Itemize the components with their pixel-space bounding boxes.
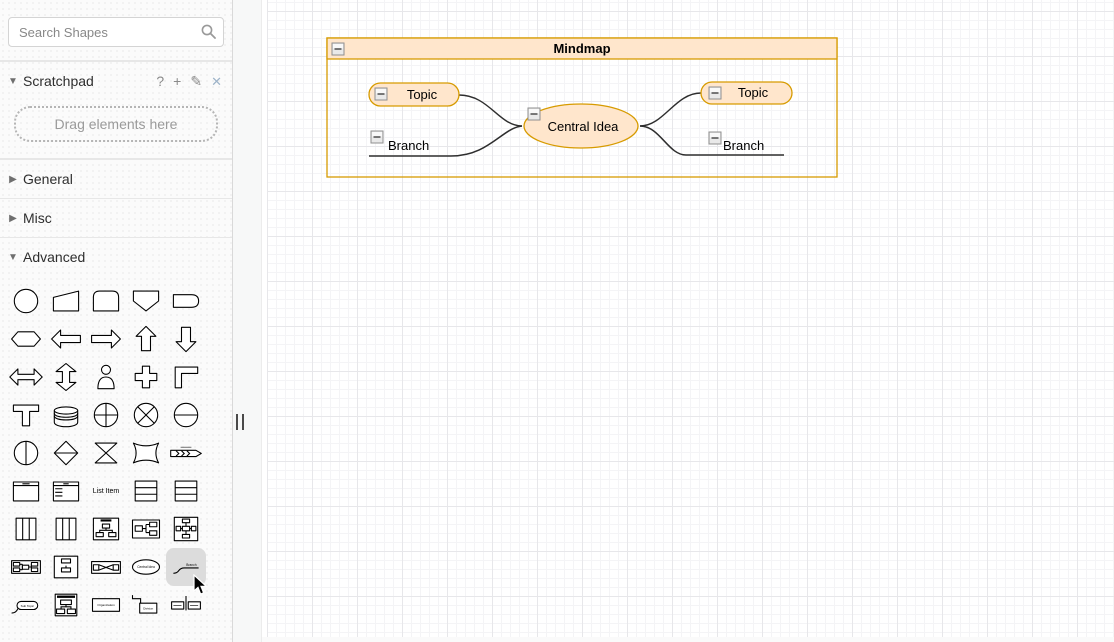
topic-right-label: Topic [738,85,769,100]
shape-trapezoid[interactable] [46,282,86,320]
shape-rounded-rectangle[interactable] [166,282,206,320]
search-input[interactable] [8,17,224,47]
node-topic-right[interactable] [700,81,793,105]
chevron-down-icon: ▼ [8,251,18,263]
shape-columns-3-bold[interactable] [46,510,86,548]
section-scratchpad[interactable]: ▼ Scratchpad ? + ✎ ✕ [0,61,232,100]
shape-circle[interactable] [6,282,46,320]
collapse-toggle[interactable] [374,87,388,101]
shape-rows-3-bold[interactable] [166,472,206,510]
shape-rows-3[interactable] [126,472,166,510]
panel-splitter[interactable] [233,0,262,642]
shape-titled-list[interactable] [46,472,86,510]
svg-text:Sub Topic: Sub Topic [21,604,35,608]
section-misc[interactable]: ▶ Misc [0,198,232,237]
svg-text:Organization: Organization [97,603,115,607]
mindmap-container-header[interactable] [326,37,838,60]
collapse-toggle[interactable] [370,130,384,144]
shape-shield[interactable] [126,282,166,320]
collapse-toggle[interactable] [527,107,541,121]
branch-left-label: Branch [388,138,429,153]
shape-circle-hline[interactable] [166,396,206,434]
svg-text:Branch: Branch [186,563,196,567]
shapes-sidebar: ▼ Scratchpad ? + ✎ ✕ Drag elements here … [0,0,233,642]
scratchpad-tools: ? + ✎ ✕ [156,74,222,88]
shape-organization[interactable]: Organization [86,586,126,624]
shape-data-store[interactable] [46,396,86,434]
shape-circle-vline[interactable] [6,434,46,472]
collapse-toggle[interactable] [708,86,722,100]
shape-arrow-vertical[interactable] [46,358,86,396]
shape-sub-topic[interactable]: Sub Topic [6,586,46,624]
shape-arrow-right[interactable] [86,320,126,358]
help-icon[interactable]: ? [156,73,165,89]
container-title: Mindmap [553,41,610,56]
shape-hexagon[interactable] [6,320,46,358]
shape-htree-container[interactable] [126,510,166,548]
shape-hourglass[interactable] [86,434,126,472]
shape-arrow-down[interactable] [166,320,206,358]
add-icon[interactable]: + [173,73,182,89]
shape-branch[interactable]: Branch [166,548,206,586]
shape-columns-3[interactable] [6,510,46,548]
section-label: Misc [23,210,52,226]
section-label: Advanced [23,249,86,265]
shape-window[interactable] [6,472,46,510]
section-general[interactable]: ▶ General [0,159,232,198]
edge-branch-left[interactable] [369,125,523,157]
edit-pencil-icon[interactable]: ✎ [190,73,203,89]
chevron-right-icon: ▶ [9,173,17,185]
edge-topic-left[interactable] [458,94,523,127]
shape-arrow-strip[interactable] [166,434,206,472]
shape-arrow-up[interactable] [126,320,166,358]
shape-arrow-horizontal[interactable] [6,358,46,396]
svg-text:Division: Division [143,606,153,610]
shape-cross[interactable] [126,358,166,396]
shape-sub-section[interactable] [166,586,206,624]
shape-central-idea[interactable]: Central Idea [126,548,166,586]
close-icon[interactable]: ✕ [211,73,222,89]
scratchpad-body: Drag elements here [0,100,232,159]
section-advanced[interactable]: ▼ Advanced [0,237,232,276]
shape-diamond-line[interactable] [46,434,86,472]
chevron-right-icon: ▶ [9,212,17,224]
topic-left-label: Topic [407,87,438,102]
shape-tree-container[interactable] [86,510,126,548]
shape-concave-square[interactable] [126,434,166,472]
shape-actor[interactable] [86,358,126,396]
mindmap-diagram: Mindmap Central Idea Topic Topic Branch [326,37,838,178]
svg-text:Central Idea: Central Idea [137,565,155,569]
branch-right-label: Branch [723,138,764,153]
splitter-grip-icon [236,414,244,430]
shape-tee[interactable] [6,396,46,434]
section-label: General [23,171,73,187]
edge-topic-right[interactable] [639,92,702,127]
drawing-canvas[interactable]: Mindmap Central Idea Topic Topic Branch [262,0,1114,642]
shape-circle-cross[interactable] [126,396,166,434]
search-icon [201,24,216,39]
shape-nested-container[interactable] [46,548,86,586]
shape-flow-cross[interactable] [86,548,126,586]
collapse-toggle[interactable] [331,42,345,56]
node-topic-left[interactable] [368,82,460,107]
shape-circle-plus[interactable] [86,396,126,434]
shape-arrow-left[interactable] [46,320,86,358]
shape-division[interactable]: Division [126,586,166,624]
shape-corner[interactable] [166,358,206,396]
scratchpad-dropzone[interactable]: Drag elements here [14,106,218,142]
collapse-toggle[interactable] [708,131,722,145]
edge-branch-right[interactable] [639,125,784,156]
chevron-down-icon: ▼ [8,75,18,87]
central-idea-label: Central Idea [548,119,620,134]
section-label: Scratchpad [23,73,94,89]
shape-cross-container[interactable] [166,510,206,548]
node-central-idea[interactable] [523,103,639,149]
shape-list-item[interactable]: List Item [92,487,120,495]
search-row [0,0,232,61]
shape-wide-tree[interactable] [6,548,46,586]
shape-card[interactable] [86,282,126,320]
shape-org-chart[interactable] [46,586,86,624]
